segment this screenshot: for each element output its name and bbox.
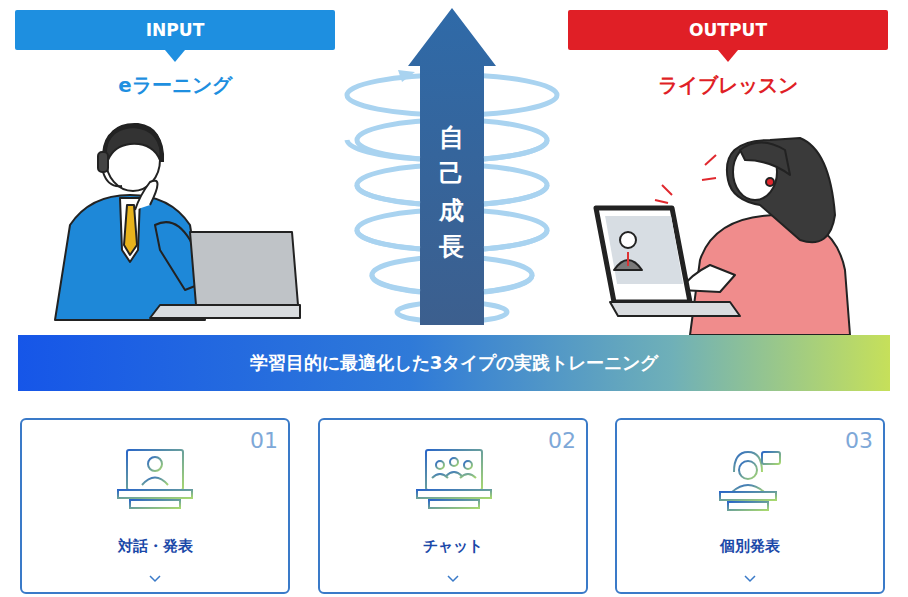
section-title: ライブレッスン <box>568 72 888 99</box>
gradient-band: 学習目的に最適化した3タイプの実践トレーニング <box>18 335 890 391</box>
vertical-label: 自己成長 <box>439 120 464 265</box>
card-label: 対話・発表 <box>22 537 288 556</box>
banner-label: INPUT <box>15 10 335 50</box>
training-card: 03 個別発表 <box>615 418 885 594</box>
band-label: 学習目的に最適化した3タイプの実践トレーニング <box>18 335 890 391</box>
callout-number: 03 <box>845 428 873 453</box>
section-title: eラーニング <box>15 72 335 99</box>
training-card: 01 対話・発表 <box>20 418 290 594</box>
card-label: 個別発表 <box>617 537 883 556</box>
growth-arrow: 自己成長 <box>425 120 480 290</box>
section-header: OUTPUT ライブレッスン <box>568 10 888 110</box>
card-label: チャット <box>320 537 586 556</box>
section-header: INPUT eラーニング <box>15 10 335 110</box>
callout-number: 01 <box>250 428 278 453</box>
callout-number: 02 <box>548 428 576 453</box>
banner-label: OUTPUT <box>568 10 888 50</box>
training-card: 02 チャット <box>318 418 588 594</box>
